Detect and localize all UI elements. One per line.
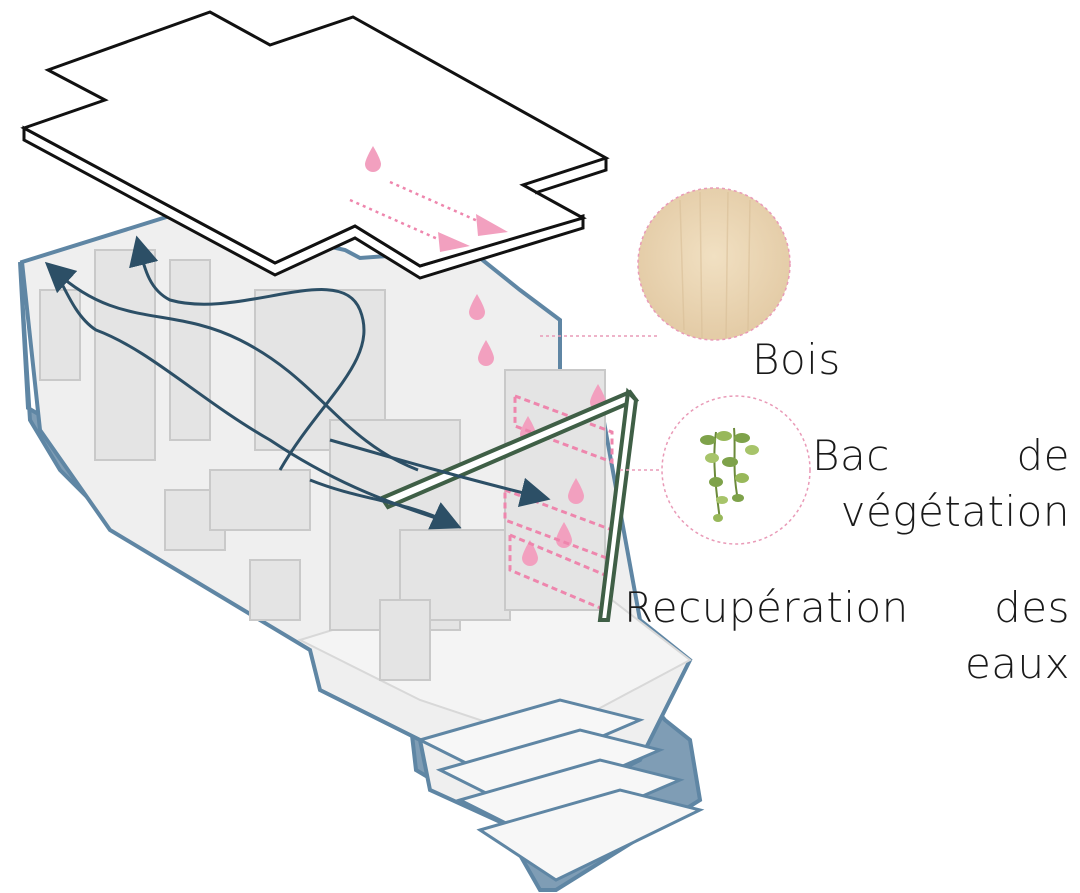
label-bois: Bois [752,332,841,388]
water-arrow-icon [476,214,508,236]
airflow-arrows [44,235,551,530]
airflow-arrow-icon [44,261,419,472]
leader-lines [540,335,662,471]
label-bac-de-vegetation: Bac de végétation [812,428,1070,540]
building-body [18,202,705,892]
label-bois-text: Bois [752,335,841,384]
roof-slab [20,10,610,280]
airflow-arrow-icon [309,478,462,530]
water-arrow-icon [438,232,470,252]
stairs [415,698,705,882]
label-recup-line2: eaux [964,639,1070,688]
plant-swatch [661,395,811,545]
wood-texture-swatch [637,187,791,341]
airflow-arrow-icon [129,235,366,471]
label-recup-line1: Recupération des [624,583,1070,632]
plant-icon [700,427,759,522]
green-frame [379,387,640,622]
label-bac-line2: végétation [840,487,1070,536]
label-bac-line1: Bac de [812,431,1070,480]
airflow-arrow-icon [329,438,551,508]
label-recuperation-des-eaux: Recupération des eaux [624,580,1070,692]
roof-slab-top [20,10,610,268]
airflow-arrow-icon [58,279,443,522]
